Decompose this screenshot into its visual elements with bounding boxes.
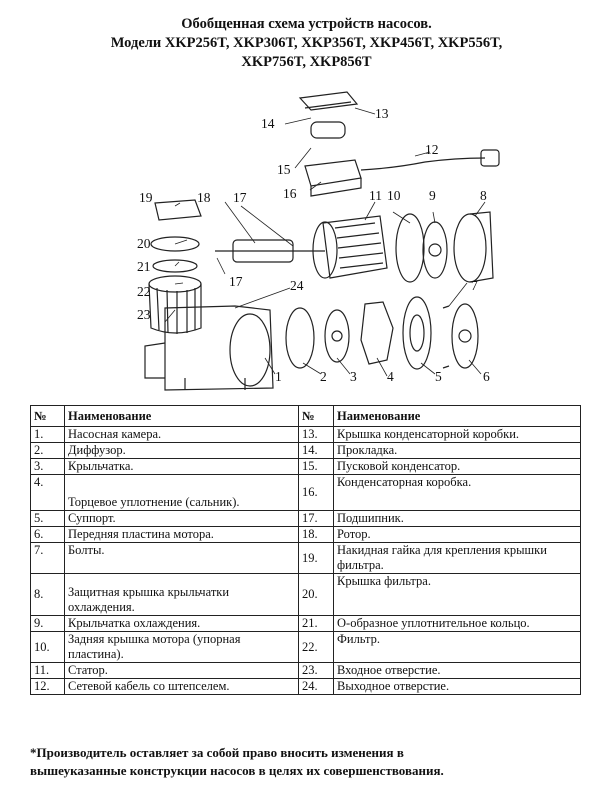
callout-8: 8 xyxy=(480,188,487,203)
cell-name: Задняя крышка мотора (упорная пластина). xyxy=(64,631,299,663)
table-row: 12.Сетевой кабель со штепселем.24.Выходн… xyxy=(30,678,581,695)
footnote-line-2: вышеуказанные конструкции насосов в целя… xyxy=(30,763,444,778)
callout-2: 2 xyxy=(320,369,327,384)
callout-10: 10 xyxy=(387,188,401,203)
callout-11: 11 xyxy=(369,188,382,203)
callout-12: 12 xyxy=(425,142,439,157)
cell-num: 14. xyxy=(298,442,334,459)
callout-16: 16 xyxy=(283,186,297,201)
callout-17-bottom: 17 xyxy=(229,274,243,289)
cell-name: Крышка конденсаторной коробки. xyxy=(333,426,581,443)
callout-9: 9 xyxy=(429,188,436,203)
callout-13: 13 xyxy=(375,106,389,121)
cell-num: 9. xyxy=(30,615,65,632)
cell-name: Диффузор. xyxy=(64,442,299,459)
callout-6: 6 xyxy=(483,369,490,384)
table-row: 10.Задняя крышка мотора (упорная пластин… xyxy=(30,631,581,663)
cell-name: Крыльчатка охлаждения. xyxy=(64,615,299,632)
callout-17-top: 17 xyxy=(233,190,247,205)
cell-name: Входное отверстие. xyxy=(333,662,581,679)
cell-name: Ротор. xyxy=(333,526,581,543)
table-row: 2.Диффузор.14.Прокладка. xyxy=(30,442,581,459)
cell-name: Защитная крышка крыльчатки охлаждения. xyxy=(64,573,299,616)
table-row: 7.Болты.19.Накидная гайка для крепления … xyxy=(30,542,581,574)
table-row: 6.Передняя пластина мотора.18.Ротор. xyxy=(30,526,581,543)
callout-19: 19 xyxy=(139,190,153,205)
cell-num: 17. xyxy=(298,510,334,527)
cell-num: 11. xyxy=(30,662,65,679)
table-row: 5.Суппорт.17.Подшипник. xyxy=(30,510,581,527)
callout-15: 15 xyxy=(277,162,291,177)
cell-name: Конденсаторная коробка. xyxy=(333,474,581,511)
callout-5: 5 xyxy=(435,369,442,384)
table-row: 9.Крыльчатка охлаждения.21.О-образное уп… xyxy=(30,615,581,632)
callout-21: 21 xyxy=(137,259,151,274)
cell-name: Прокладка. xyxy=(333,442,581,459)
callout-7: 7 xyxy=(471,278,478,293)
cell-num: 23. xyxy=(298,662,334,679)
col-header-name-2: Наименование xyxy=(333,405,581,427)
cell-num: 10. xyxy=(30,631,65,663)
cell-num: 6. xyxy=(30,526,65,543)
cell-num: 3. xyxy=(30,458,65,475)
cell-name: Суппорт. xyxy=(64,510,299,527)
callout-1: 1 xyxy=(275,369,282,384)
cell-name: Подшипник. xyxy=(333,510,581,527)
cell-num: 7. xyxy=(30,542,65,574)
footnote: *Производитель оставляет за собой право … xyxy=(30,744,590,780)
cell-num: 18. xyxy=(298,526,334,543)
col-header-num-2: № xyxy=(298,405,334,427)
callout-20: 20 xyxy=(137,236,151,251)
cell-num: 20. xyxy=(298,573,334,616)
cell-name: Пусковой конденсатор. xyxy=(333,458,581,475)
cell-num: 1. xyxy=(30,426,65,443)
col-header-num: № xyxy=(30,405,65,427)
cell-name: Болты. xyxy=(64,542,299,574)
cell-num: 8. xyxy=(30,573,65,616)
footnote-line-1: *Производитель оставляет за собой право … xyxy=(30,745,404,760)
table-row: 4.Торцевое уплотнение (сальник).16.Конде… xyxy=(30,474,581,511)
cell-name: Торцевое уплотнение (сальник). xyxy=(64,474,299,511)
cell-name: Статор. xyxy=(64,662,299,679)
cell-num: 12. xyxy=(30,678,65,695)
cell-name: Выходное отверстие. xyxy=(333,678,581,695)
title-line-2: Модели XKP256T, XKP306T, XKP356T, XKP456… xyxy=(110,35,503,51)
cell-name: Крыльчатка. xyxy=(64,458,299,475)
cell-num: 16. xyxy=(298,474,334,511)
callout-4: 4 xyxy=(387,369,394,384)
title-line-3: XKP756T, XKP856T xyxy=(241,54,372,70)
cell-num: 13. xyxy=(298,426,334,443)
cell-name: Накидная гайка для крепления крышки филь… xyxy=(333,542,581,574)
callout-24: 24 xyxy=(290,278,304,293)
col-header-name: Наименование xyxy=(64,405,299,427)
title-line-1: Обобщенная схема устройств насосов. xyxy=(181,16,432,32)
cell-num: 22. xyxy=(298,631,334,663)
table-header-row: № Наименование № Наименование xyxy=(30,405,581,427)
cell-name: Сетевой кабель со штепселем. xyxy=(64,678,299,695)
cell-name: Насосная камера. xyxy=(64,426,299,443)
table-row: 11.Статор.23.Входное отверстие. xyxy=(30,662,581,679)
callout-18: 18 xyxy=(197,190,211,205)
cell-name: О-образное уплотнительное кольцо. xyxy=(333,615,581,632)
pump-exploded-diagram: 13 14 15 16 12 11 10 9 8 19 18 17 20 21 … xyxy=(137,91,500,391)
cell-num: 24. xyxy=(298,678,334,695)
cell-name: Крышка фильтра. xyxy=(333,573,581,616)
callout-22: 22 xyxy=(137,284,151,299)
cell-name: Передняя пластина мотора. xyxy=(64,526,299,543)
table-row: 8.Защитная крышка крыльчатки охлаждения.… xyxy=(30,573,581,616)
cell-num: 19. xyxy=(298,542,334,574)
cell-name: Фильтр. xyxy=(333,631,581,663)
callout-14: 14 xyxy=(261,116,275,131)
callout-3: 3 xyxy=(350,369,357,384)
callout-23: 23 xyxy=(137,307,151,322)
table-row: 1.Насосная камера.13.Крышка конденсаторн… xyxy=(30,426,581,443)
cell-num: 2. xyxy=(30,442,65,459)
parts-table: № Наименование № Наименование 1.Насосная… xyxy=(30,405,581,695)
cell-num: 5. xyxy=(30,510,65,527)
cell-num: 15. xyxy=(298,458,334,475)
table-row: 3.Крыльчатка.15.Пусковой конденсатор. xyxy=(30,458,581,475)
cell-num: 21. xyxy=(298,615,334,632)
cell-num: 4. xyxy=(30,474,65,511)
